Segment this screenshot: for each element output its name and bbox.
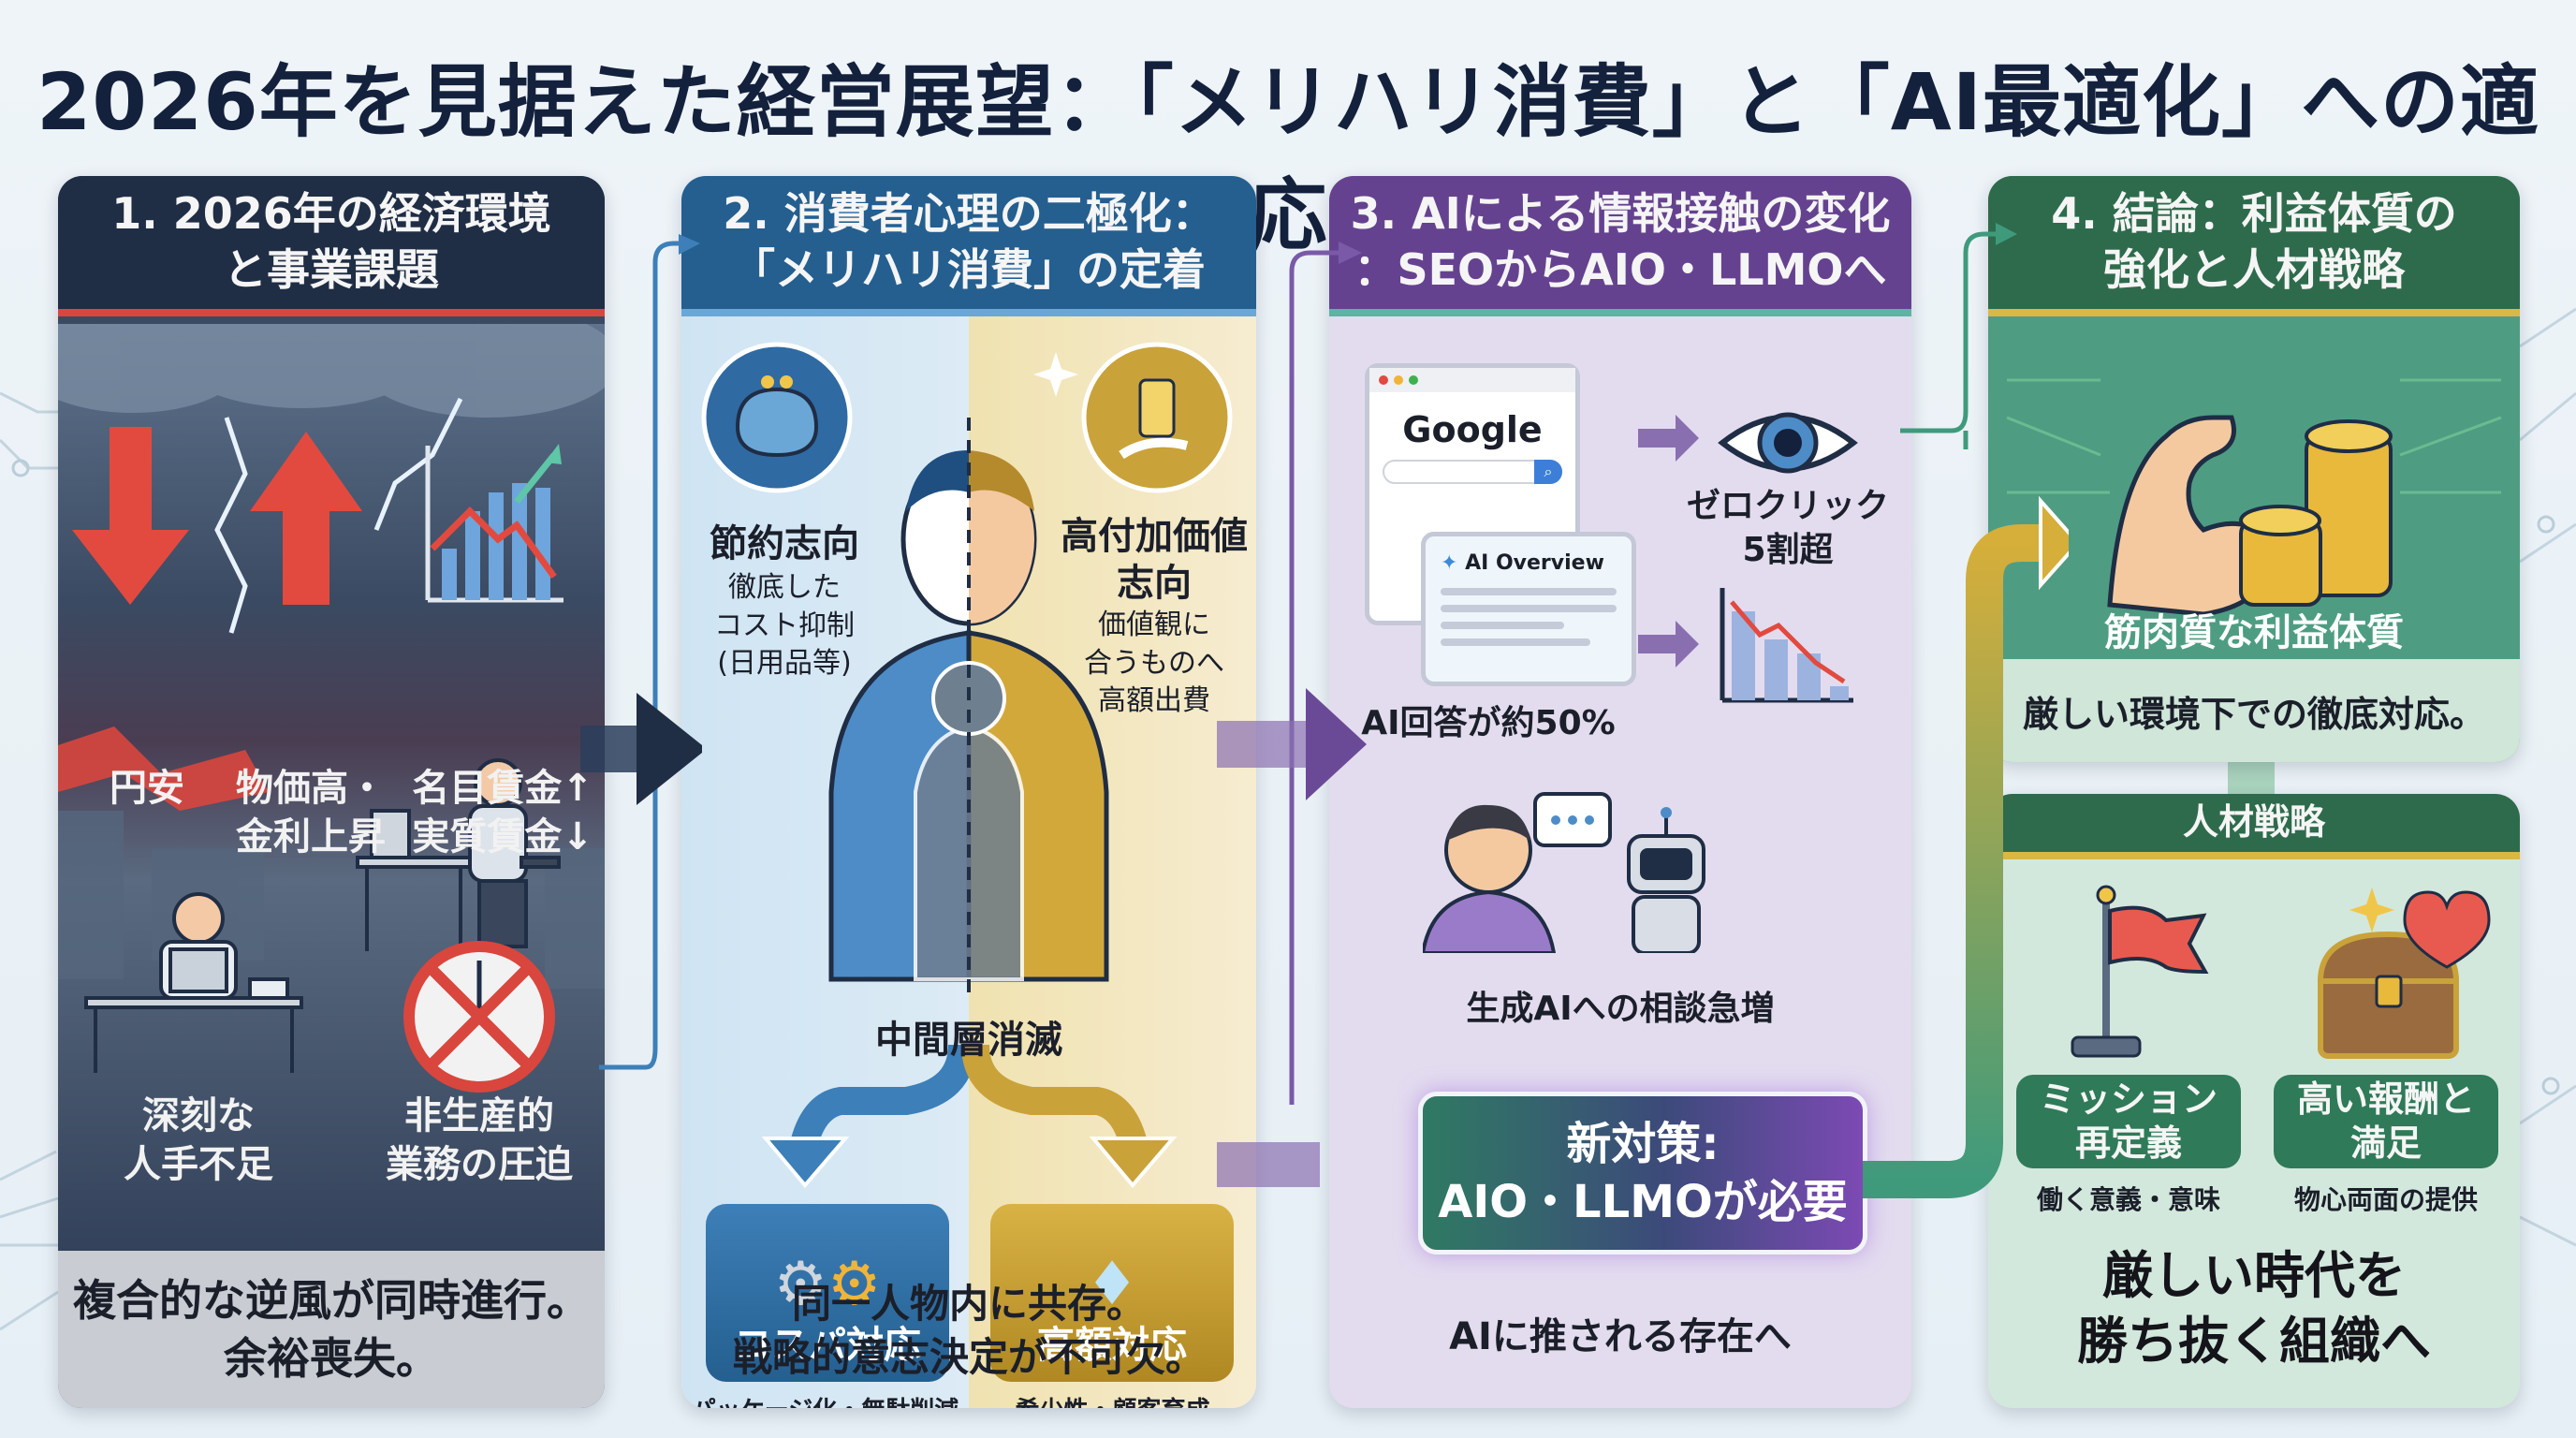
hr-conclusion: 厳しい時代を 勝ち抜く組織へ (2077, 1246, 2431, 1372)
hr-icons (2071, 885, 2491, 1059)
declining-chart-icon (1720, 588, 1853, 703)
wage-label: 名目賃金↑ 実質賃金↓ (412, 767, 593, 858)
panel-conclusion: 4. 結論：利益体質の 強化と人材戦略 筋肉質な利益体質 厳しい環境下での徹底対… (1988, 176, 2520, 762)
zero-click-graphics (1638, 412, 1858, 703)
hr-strategy-header: 人材戦略 (1988, 794, 2520, 859)
eye-icon (1718, 412, 1858, 474)
split-arrows-icon (761, 1044, 1178, 1189)
gears-icon: ⚙⚙ (773, 1250, 882, 1319)
mission-caption: 働く意義・意味 (2036, 1184, 2220, 1215)
connector-arrowhead (679, 234, 700, 255)
reward-caption: 物心両面の提供 (2293, 1184, 2478, 1215)
premium-caption: 希少性・顧客育成 (969, 1391, 1256, 1408)
sparkle-icon (1033, 352, 1078, 397)
person-icon (1423, 804, 1557, 953)
lightning-icon (214, 397, 463, 634)
panel-link (2228, 762, 2275, 794)
heart-icon (2403, 890, 2491, 969)
connector-3-4 (1863, 223, 2069, 1198)
cost-performance-box: ⚙⚙ コスパ対応 (706, 1204, 949, 1382)
connector-1-2 (580, 234, 702, 1070)
trend-down-arrow-icon (58, 726, 269, 811)
panel-economic-environment: 1. 2026年の経済環境 と事業課題 (58, 176, 605, 1408)
flow-arrow-icon (1306, 688, 1367, 800)
storm-illustration (58, 296, 605, 1093)
muscle-profit-label: 筋肉質な利益体質 (2104, 611, 2404, 654)
premium-desc: 価値観に 合うものへ 高額出費 (1084, 609, 1224, 717)
flow-arrow-icon (2039, 495, 2069, 591)
price-rise-label: 物価高・ 金利上昇 (236, 767, 386, 858)
labor-shortage-label: 深刻な 人手不足 (124, 1094, 273, 1186)
sparkle-icon: ✦ (1441, 551, 1466, 575)
premium-product-icon (1081, 342, 1233, 493)
ai-consultation-illustration (1423, 792, 1705, 953)
arrow-down-icon (72, 427, 189, 605)
ai-consult-label: 生成AIへの相談急増 (1466, 990, 1775, 1028)
robot-icon (1627, 807, 1705, 953)
ai-answer-rate: AI回答が約50% (1361, 704, 1616, 742)
diamond-icon: ♦ (1085, 1250, 1139, 1319)
panel4-header: 4. 結論：利益体質の 強化と人材戦略 (1988, 176, 2520, 316)
high-reward-box: 高い報酬と 満足 (2274, 1075, 2498, 1168)
flag-icon (2071, 885, 2209, 1058)
no-clock-icon (403, 941, 555, 1093)
unproductive-work-label: 非生産的 業務の圧迫 (386, 1094, 573, 1186)
storm-scene: 円安 物価高・ 金利上昇 名目賃金↑ 実質賃金↓ 深刻な 人手不足 非生産的 業… (58, 296, 605, 1251)
zero-click-label: ゼロクリック 5割超 (1686, 487, 1889, 569)
panel1-summary: 複合的な逆風が同時進行。 余裕喪失。 (58, 1251, 605, 1408)
chat-bubble-icon (1533, 792, 1612, 847)
flow-arrow-icon (637, 693, 702, 805)
stressed-worker-icon (356, 758, 561, 951)
panel3-summary: AIに推される存在へ (1449, 1315, 1792, 1358)
yen-weak-label: 円安 (110, 767, 184, 810)
consumer-illustration (701, 342, 1233, 1189)
ai-overview-label: AI Overview (1465, 551, 1604, 575)
wage-chart-icon (425, 444, 564, 603)
panel2-header: 2. 消費者心理の二極化： 「メリハリ消費」の定着 (681, 176, 1256, 316)
panel-hr-strategy: 人材戦略 ミッション 再定義 高い報酬と 満足 働く意義・意味 物心両面の提供 … (1988, 794, 2520, 1408)
mission-redefine-box: ミッション 再定義 (2016, 1075, 2241, 1168)
panel2-summary: 同一人物内に共存。 戦略的意志決定が不可欠。 (732, 1281, 1205, 1380)
cloud-icon (58, 296, 605, 418)
sparkle-icon (2349, 888, 2394, 932)
panel1-header: 1. 2026年の経済環境 と事業課題 (58, 176, 605, 316)
page-title: 2026年を見据えた経営展望：「メリハリ消費」と「AI最適化」への適応 (36, 56, 2540, 261)
search-bar[interactable]: ⌕ (1383, 460, 1562, 484)
panel3-header: 3. AIによる情報接触の変化 ：SEOからAIO・LLMOへ (1329, 176, 1911, 316)
coin-stack-icon (2239, 419, 2393, 607)
worker-desk-icon (84, 892, 303, 1073)
cost-performance-label: コスパ対応 (734, 1324, 921, 1367)
premium-response-label: 高額対応 (1037, 1324, 1187, 1367)
circuit-lines (2006, 378, 2502, 494)
arrow-up-icon (250, 432, 362, 605)
search-icon[interactable]: ⌕ (1534, 460, 1562, 484)
panel-consumer-polarization: 2. 消費者心理の二極化： 「メリハリ消費」の定着 (681, 176, 1256, 1408)
purse-icon (701, 342, 853, 493)
saving-title: 節約志向 (710, 522, 859, 565)
premium-response-box: ♦ 高額対応 (990, 1204, 1234, 1382)
ai-overview-card: ✦ AI Overview (1421, 532, 1636, 686)
new-measure-box: 新対策: AIO・LLMOが必要 (1418, 1092, 1867, 1255)
split-person-icon (828, 418, 1109, 998)
middle-class-disappear-label: 中間層消滅 (875, 1019, 1062, 1062)
cost-performance-caption: パッケージ化・無駄削減 (681, 1391, 969, 1408)
muscle-coins-illustration (2006, 378, 2502, 617)
panel4-summary: 厳しい環境下での徹底対応。 (1988, 659, 2520, 762)
saving-desc: 徹底した コスト抑制 (日用品等) (714, 571, 855, 680)
google-logo: Google (1402, 409, 1543, 450)
connector-2-3 (1217, 242, 1367, 1187)
premium-title: 高付加価値 志向 (1061, 515, 1248, 605)
